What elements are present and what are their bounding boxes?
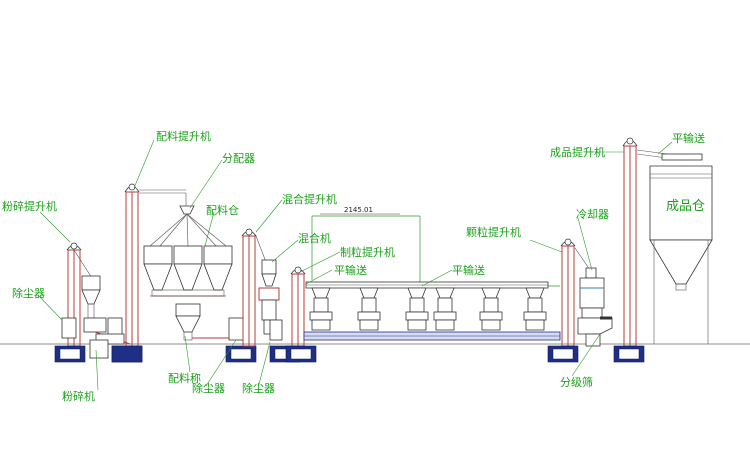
pelleting-elevator: [290, 266, 306, 347]
horizontal-conveyor-upper: [305, 281, 549, 289]
horizontal-conveyor-lower: [285, 331, 561, 363]
label-pelleting-elevator: 制粒提升机: [340, 245, 395, 259]
label-finished-elevator: 成品提升机: [550, 145, 605, 159]
label-pellet-elevator: 颗粒提升机: [466, 225, 521, 239]
finished-product-silo: [649, 165, 713, 344]
label-mixing-elevator: 混合提升机: [282, 192, 337, 206]
dimension-label: 2145.01: [344, 206, 373, 214]
label-batching-bin: 配料仓: [206, 203, 239, 217]
mixer: [258, 259, 280, 335]
pellet-mill: [405, 287, 429, 331]
batching-bins: [143, 245, 233, 297]
cooler: [579, 267, 605, 319]
label-mixer: 混合机: [298, 231, 331, 245]
leader-lines: [37, 139, 673, 391]
label-cooler: 冷却器: [576, 208, 609, 221]
pellet-elevator: [547, 238, 591, 363]
pellet-mills: [309, 287, 547, 331]
pellet-mill: [523, 287, 547, 331]
label-distributor: 分配器: [222, 152, 255, 165]
pellet-mill: [309, 287, 333, 331]
crusher-elevator: [54, 242, 93, 363]
pellet-mill: [479, 287, 503, 331]
dust-collector-1: [225, 317, 257, 363]
label-flat-conveyor-top: 平输送: [672, 131, 705, 145]
grading-screen: [577, 316, 613, 347]
label-batching-scale: 配料称: [168, 371, 201, 385]
label-batching-elevator: 配料提升机: [156, 129, 211, 143]
label-grading-screen: 分级筛: [560, 375, 593, 389]
label-crusher: 粉碎机: [62, 389, 95, 403]
pellet-mill: [433, 287, 457, 331]
label-dust-collector-mid1: 除尘器: [192, 381, 225, 395]
silo-conveyor: [636, 149, 703, 161]
label-flat-conveyor-mid: 平输送: [452, 263, 485, 277]
pellet-mill: [357, 287, 381, 331]
batching-scale: [175, 303, 240, 341]
finished-product-elevator: [613, 137, 645, 363]
batching-elevator-base: [111, 345, 143, 363]
finished-product-silo-label: 成品仓: [666, 199, 705, 214]
label-crusher-elevator: 粉碎提升机: [2, 199, 57, 213]
label-dust-collector-mid2: 除尘器: [242, 381, 275, 395]
label-flat-conveyor-left: 平输送: [334, 263, 367, 277]
label-dust-collector-left: 除尘器: [12, 286, 45, 300]
distributor: [149, 193, 227, 247]
mixing-elevator: [241, 228, 267, 347]
crusher-cyclone: [61, 275, 131, 345]
